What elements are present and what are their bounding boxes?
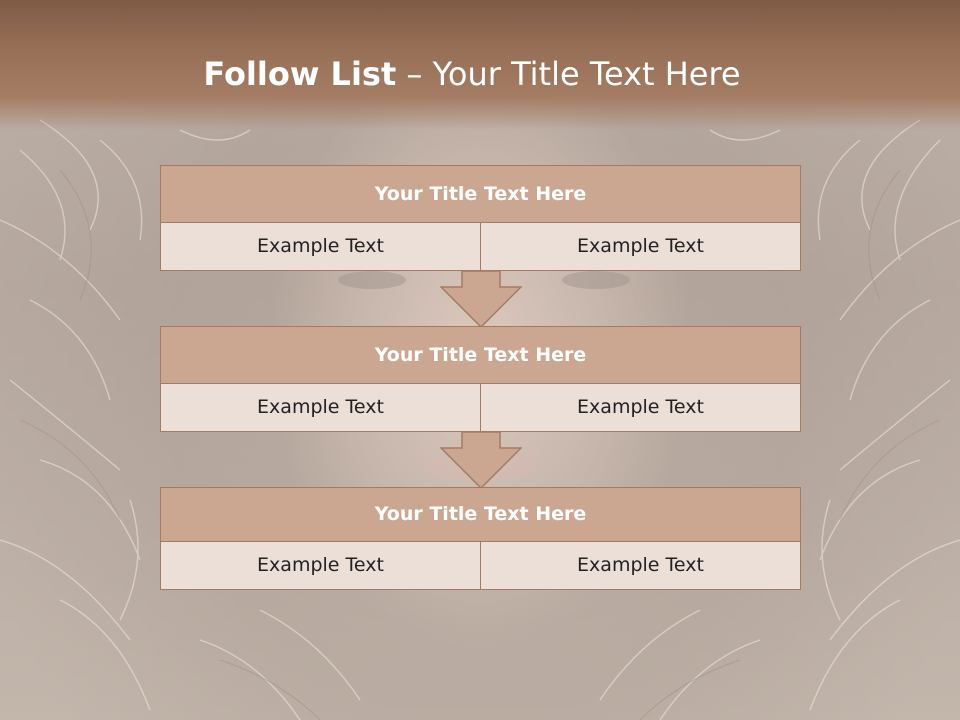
block-cell-left[interactable]: Example Text — [160, 223, 481, 271]
slide-title-rest: – Your Title Text Here — [406, 55, 741, 93]
block-cell-left[interactable]: Example Text — [160, 384, 481, 432]
block-row: Example Text Example Text — [160, 542, 801, 590]
list-block-1[interactable]: Your Title Text Here Example Text Exampl… — [160, 165, 801, 271]
down-arrow-icon — [440, 270, 522, 328]
block-title[interactable]: Your Title Text Here — [160, 165, 801, 223]
block-cell-right[interactable]: Example Text — [481, 384, 801, 432]
block-title[interactable]: Your Title Text Here — [160, 487, 801, 542]
slide-title[interactable]: Follow List – Your Title Text Here — [0, 52, 944, 96]
list-block-2[interactable]: Your Title Text Here Example Text Exampl… — [160, 326, 801, 432]
block-title[interactable]: Your Title Text Here — [160, 326, 801, 384]
block-row: Example Text Example Text — [160, 384, 801, 432]
title-band — [0, 0, 960, 130]
block-row: Example Text Example Text — [160, 223, 801, 271]
slide-title-bold: Follow List — [203, 55, 397, 93]
down-arrow-icon — [440, 431, 522, 489]
list-block-3[interactable]: Your Title Text Here Example Text Exampl… — [160, 487, 801, 590]
block-cell-right[interactable]: Example Text — [481, 542, 801, 590]
block-cell-left[interactable]: Example Text — [160, 542, 481, 590]
block-cell-right[interactable]: Example Text — [481, 223, 801, 271]
